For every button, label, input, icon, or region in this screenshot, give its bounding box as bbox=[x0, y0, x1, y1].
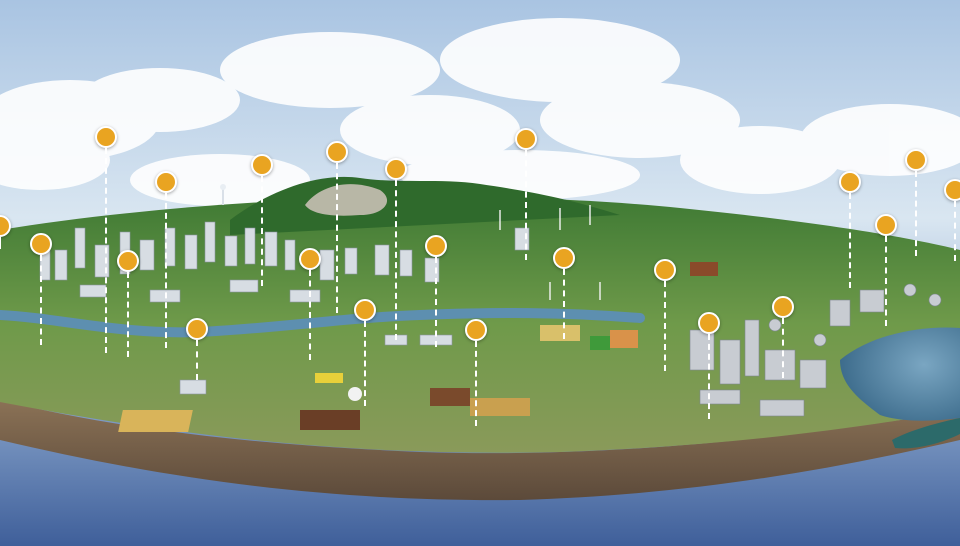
observatory-dome bbox=[348, 387, 362, 401]
location-pin-icon[interactable] bbox=[0, 215, 11, 237]
location-pin-icon[interactable] bbox=[354, 299, 376, 321]
hotspot-leader-line bbox=[563, 269, 565, 339]
hotspot-leader-line bbox=[475, 341, 477, 426]
hotspot-leader-line bbox=[525, 150, 527, 260]
hotspot-11[interactable] bbox=[383, 158, 409, 340]
hotspot-14[interactable] bbox=[513, 128, 539, 260]
location-pin-icon[interactable] bbox=[30, 233, 52, 255]
hotspot-02[interactable] bbox=[28, 233, 54, 345]
hotspot-leader-line bbox=[885, 236, 887, 326]
location-pin-icon[interactable] bbox=[875, 214, 897, 236]
location-pin-icon[interactable] bbox=[905, 149, 927, 171]
industrial-port bbox=[689, 283, 942, 417]
location-pin-icon[interactable] bbox=[654, 259, 676, 281]
location-pin-icon[interactable] bbox=[425, 235, 447, 257]
location-pin-icon[interactable] bbox=[839, 171, 861, 193]
hotspot-leader-line bbox=[165, 193, 167, 348]
farm-fields bbox=[118, 262, 718, 432]
clouds bbox=[0, 18, 960, 206]
hotspot-leader-line bbox=[849, 193, 851, 288]
hotspot-17[interactable] bbox=[696, 312, 722, 419]
hotspot-leader-line bbox=[336, 163, 338, 313]
hotspot-16[interactable] bbox=[652, 259, 678, 371]
hotspot-leader-line bbox=[782, 318, 784, 378]
hotspot-22[interactable] bbox=[942, 179, 960, 261]
hotspot-20[interactable] bbox=[873, 214, 899, 326]
hotspot-leader-line bbox=[708, 334, 710, 419]
location-pin-icon[interactable] bbox=[326, 141, 348, 163]
location-pin-icon[interactable] bbox=[772, 296, 794, 318]
hotspot-03[interactable] bbox=[93, 126, 119, 353]
hotspot-leader-line bbox=[127, 272, 129, 357]
hotspot-12[interactable] bbox=[423, 235, 449, 347]
hotspot-leader-line bbox=[364, 321, 366, 406]
hotspot-15[interactable] bbox=[551, 247, 577, 339]
hotspot-leader-line bbox=[309, 270, 311, 360]
location-pin-icon[interactable] bbox=[553, 247, 575, 269]
hotspot-leader-line bbox=[0, 237, 1, 249]
location-pin-icon[interactable] bbox=[186, 318, 208, 340]
hotspot-08[interactable] bbox=[297, 248, 323, 360]
cliff-edge bbox=[0, 400, 960, 501]
hotspot-10[interactable] bbox=[352, 299, 378, 406]
hotspot-04[interactable] bbox=[115, 250, 141, 357]
hotspot-13[interactable] bbox=[463, 319, 489, 426]
location-pin-icon[interactable] bbox=[117, 250, 139, 272]
hotspot-leader-line bbox=[664, 281, 666, 371]
hotspot-leader-line bbox=[435, 257, 437, 347]
hotspot-05[interactable] bbox=[153, 171, 179, 348]
location-pin-icon[interactable] bbox=[698, 312, 720, 334]
hotspot-leader-line bbox=[40, 255, 42, 345]
location-pin-icon[interactable] bbox=[385, 158, 407, 180]
wind-turbines bbox=[499, 205, 601, 300]
hotspot-09[interactable] bbox=[324, 141, 350, 313]
location-pin-icon[interactable] bbox=[515, 128, 537, 150]
hotspot-leader-line bbox=[954, 201, 956, 261]
location-pin-icon[interactable] bbox=[251, 154, 273, 176]
hotspot-leader-line bbox=[261, 176, 263, 286]
rock-outcrop bbox=[305, 184, 388, 216]
hotspot-leader-line bbox=[915, 171, 917, 256]
hotspot-leader-line bbox=[395, 180, 397, 340]
location-pin-icon[interactable] bbox=[944, 179, 960, 201]
location-pin-icon[interactable] bbox=[155, 171, 177, 193]
location-pin-icon[interactable] bbox=[95, 126, 117, 148]
location-pin-icon[interactable] bbox=[465, 319, 487, 341]
harbour-water bbox=[840, 327, 960, 421]
ship bbox=[892, 418, 960, 449]
hotspot-19[interactable] bbox=[837, 171, 863, 288]
hotspot-leader-line bbox=[196, 340, 198, 380]
location-pin-icon[interactable] bbox=[299, 248, 321, 270]
hotspot-18[interactable] bbox=[770, 296, 796, 378]
hotspot-leader-line bbox=[105, 148, 107, 353]
hotspot-01[interactable] bbox=[0, 215, 13, 249]
hotspot-07[interactable] bbox=[249, 154, 275, 286]
hotspot-06[interactable] bbox=[184, 318, 210, 380]
hotspot-21[interactable] bbox=[903, 149, 929, 256]
